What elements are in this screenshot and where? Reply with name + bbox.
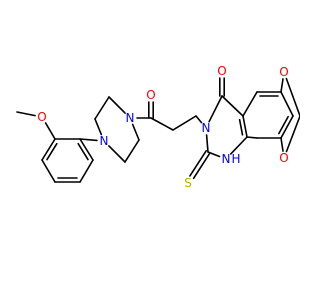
single-bond bbox=[16, 111, 36, 117]
single-bond bbox=[208, 95, 223, 123]
single-bond bbox=[280, 137, 284, 152]
nh-nitrogen-atom: N bbox=[222, 152, 231, 166]
single-bond bbox=[79, 138, 98, 142]
double-bond-line bbox=[189, 150, 207, 177]
single-bond bbox=[41, 159, 56, 183]
single-bond bbox=[280, 78, 284, 93]
single-bond bbox=[94, 96, 110, 120]
single-bond bbox=[205, 134, 209, 153]
single-bond bbox=[172, 115, 197, 131]
double-bond-outer-line bbox=[280, 115, 294, 139]
dioxole-oxygen-top-atom: O bbox=[279, 65, 288, 79]
single-bond bbox=[124, 139, 140, 163]
amide-carbonyl-oxygen-atom: O bbox=[146, 88, 155, 102]
single-bond bbox=[285, 77, 300, 117]
aryl-piperazine-nitrogen-atom: N bbox=[100, 134, 109, 148]
single-bond bbox=[195, 115, 203, 124]
single-bond bbox=[285, 115, 300, 153]
double-bond-outer-line bbox=[242, 115, 248, 138]
nh-hydrogen-atom: H bbox=[231, 152, 240, 166]
single-bond bbox=[246, 136, 258, 139]
single-bond bbox=[221, 95, 244, 117]
double-bond-inner-line bbox=[238, 118, 244, 136]
ring-nitrogen-atom: N bbox=[202, 121, 211, 135]
double-bond-inner-line bbox=[77, 142, 89, 161]
bond-layer bbox=[16, 77, 300, 183]
methoxy-oxygen-atom: O bbox=[37, 110, 46, 124]
single-bond bbox=[79, 159, 94, 183]
thione-sulfur-atom: S bbox=[184, 176, 192, 190]
single-bond bbox=[108, 96, 126, 114]
single-bond bbox=[280, 91, 294, 117]
single-bond bbox=[131, 123, 140, 141]
amide-nitrogen-atom: N bbox=[126, 111, 135, 125]
double-bond-inner-line bbox=[46, 142, 58, 161]
single-bond bbox=[230, 136, 248, 155]
single-bond bbox=[44, 122, 56, 140]
single-bond bbox=[242, 91, 258, 117]
double-bond-outer-line bbox=[79, 138, 94, 161]
double-bond-inner-line bbox=[278, 115, 289, 135]
double-bond-line bbox=[192, 152, 211, 180]
single-bond bbox=[150, 117, 174, 131]
single-bond bbox=[108, 145, 126, 163]
double-bond-outer-line bbox=[41, 138, 56, 161]
dioxole-oxygen-bottom-atom: O bbox=[279, 151, 288, 165]
single-bond bbox=[94, 118, 103, 136]
ring-carbonyl-oxygen-atom: O bbox=[217, 64, 226, 78]
